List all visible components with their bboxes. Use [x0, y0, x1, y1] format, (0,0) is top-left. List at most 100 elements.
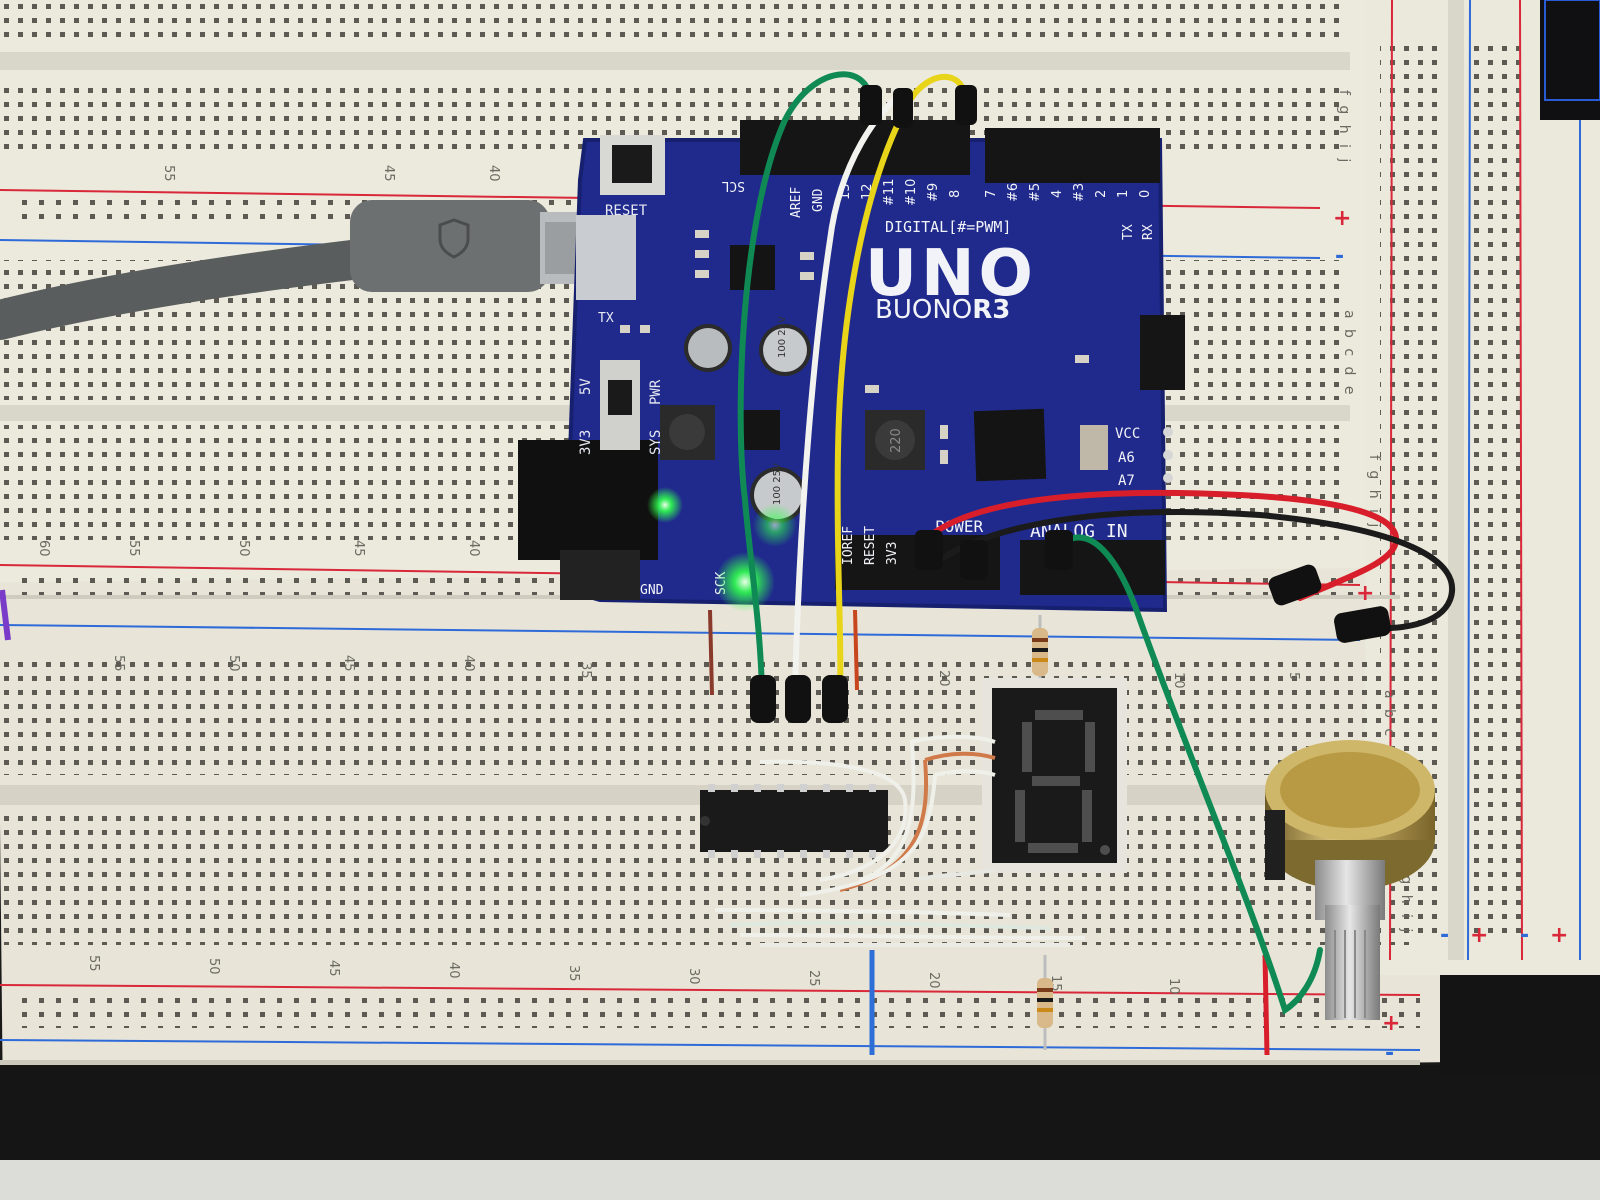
monitor-highlight: [1544, 0, 1600, 101]
segment-b: [1085, 722, 1095, 772]
rail-holes: [20, 990, 1420, 1028]
column-number: 55: [111, 655, 126, 672]
rail-minus-sign: -: [1335, 244, 1344, 269]
smd-component: [940, 425, 948, 439]
wire-white: [792, 92, 903, 693]
pin-label: #3: [1072, 183, 1087, 202]
chip-pin: [869, 784, 876, 792]
column-number: 50: [236, 540, 251, 557]
pin-hole: [1163, 473, 1173, 483]
jumper-red: [1262, 954, 1270, 1056]
wire-tip: [915, 530, 943, 570]
chip-pin: [708, 784, 715, 792]
chip-pin: [754, 850, 761, 858]
switch-5v-label: 5V: [578, 378, 594, 395]
chip-pin: [846, 850, 853, 858]
aref-label: AREF: [789, 187, 804, 218]
tx-led-label: TX: [598, 311, 614, 326]
pin-hole: [1163, 427, 1173, 437]
potentiometer[interactable]: [1265, 740, 1435, 1020]
chip-notch: [700, 816, 710, 826]
tx-label: TX: [1121, 224, 1136, 240]
smd-component: [695, 270, 709, 278]
wire-green: [1057, 534, 1323, 1015]
voltage-switch-knob[interactable]: [608, 380, 632, 415]
seven-segment-display: [982, 678, 1127, 873]
wire-white: [799, 769, 996, 897]
icsp-header: [1140, 315, 1185, 390]
chip-pin: [846, 784, 853, 792]
segment-d: [1028, 843, 1078, 853]
chip-pin: [800, 784, 807, 792]
pin-label: 4: [1050, 190, 1065, 198]
chip-pin: [800, 850, 807, 858]
usb-plug-housing: [350, 200, 550, 292]
chip-pin: [731, 784, 738, 792]
segment-f: [1022, 722, 1032, 772]
table-corner: [1440, 975, 1600, 1075]
hole-field: [0, 655, 1400, 775]
segment-g: [1032, 776, 1080, 786]
column-number: 50: [226, 655, 241, 672]
chip-pin: [777, 784, 784, 792]
resistor-bottom: [1037, 955, 1053, 1050]
monitor-corner: [1540, 0, 1600, 120]
inductor-label: 220: [889, 428, 904, 453]
rail-line-red-vertical: [1519, 0, 1523, 961]
wire-white: [739, 933, 1086, 940]
pin-label: #5: [1028, 183, 1043, 202]
jumper-purple: [0, 589, 11, 641]
chip-pin: [708, 850, 715, 858]
board-model: UNO: [865, 237, 1037, 311]
wire-white: [859, 734, 996, 882]
segment-c: [1082, 790, 1092, 842]
rail-plus-sign: +: [1470, 923, 1488, 948]
column-number: 55: [86, 955, 101, 972]
wire-green-white: [729, 920, 1051, 930]
power-led-glow: [715, 552, 775, 612]
crystal: [1080, 425, 1108, 470]
column-number: 10: [1171, 672, 1186, 689]
inductor-core: [875, 420, 915, 460]
rail-plus-sign: +: [1550, 923, 1568, 948]
micro-usb-port: [576, 215, 636, 300]
ioref-label: IOREF: [841, 526, 856, 565]
rx-label: RX: [1141, 224, 1156, 240]
center-channel: [1448, 0, 1464, 960]
rail-plus-sign: +: [1356, 581, 1374, 606]
column-number: 10: [1166, 978, 1181, 995]
column-number: 20: [936, 670, 951, 687]
resistor-top: [1032, 615, 1048, 690]
resistor-band: [1032, 658, 1048, 662]
rail-minus-sign: -: [1385, 1041, 1394, 1066]
column-number: 20: [926, 972, 941, 989]
wire-yellow: [834, 73, 968, 693]
rail-line-red: [0, 984, 1421, 996]
board-seam: [0, 1060, 1420, 1065]
column-number: 35: [578, 662, 593, 679]
column-number: 5: [1286, 672, 1301, 680]
smd-component: [620, 325, 630, 333]
wire-tip: [750, 675, 776, 723]
scl-label: SCL: [721, 178, 745, 193]
reset-button-cap[interactable]: [612, 145, 652, 183]
wire-white: [759, 759, 908, 882]
rail-plus-sign: +: [1382, 1011, 1400, 1036]
chip-pin: [777, 850, 784, 858]
dc-jack-rear: [560, 550, 640, 600]
inductor-core: [669, 414, 705, 450]
resistor-band: [1037, 988, 1053, 992]
wire-tip: [893, 88, 913, 128]
wire-tip: [955, 85, 977, 125]
smd-component: [940, 450, 948, 464]
pot-mount-tab: [1265, 810, 1285, 880]
pin-label: #6: [1006, 183, 1021, 202]
wire-tip: [822, 675, 848, 723]
gnd-label: GND: [811, 188, 826, 212]
pot-shaft[interactable]: [1325, 905, 1380, 1020]
column-number: 45: [341, 655, 356, 672]
chip-pin: [869, 850, 876, 858]
column-number: 30: [686, 968, 701, 985]
wire-white: [714, 908, 1011, 917]
microcontroller-chip: [973, 408, 1047, 482]
